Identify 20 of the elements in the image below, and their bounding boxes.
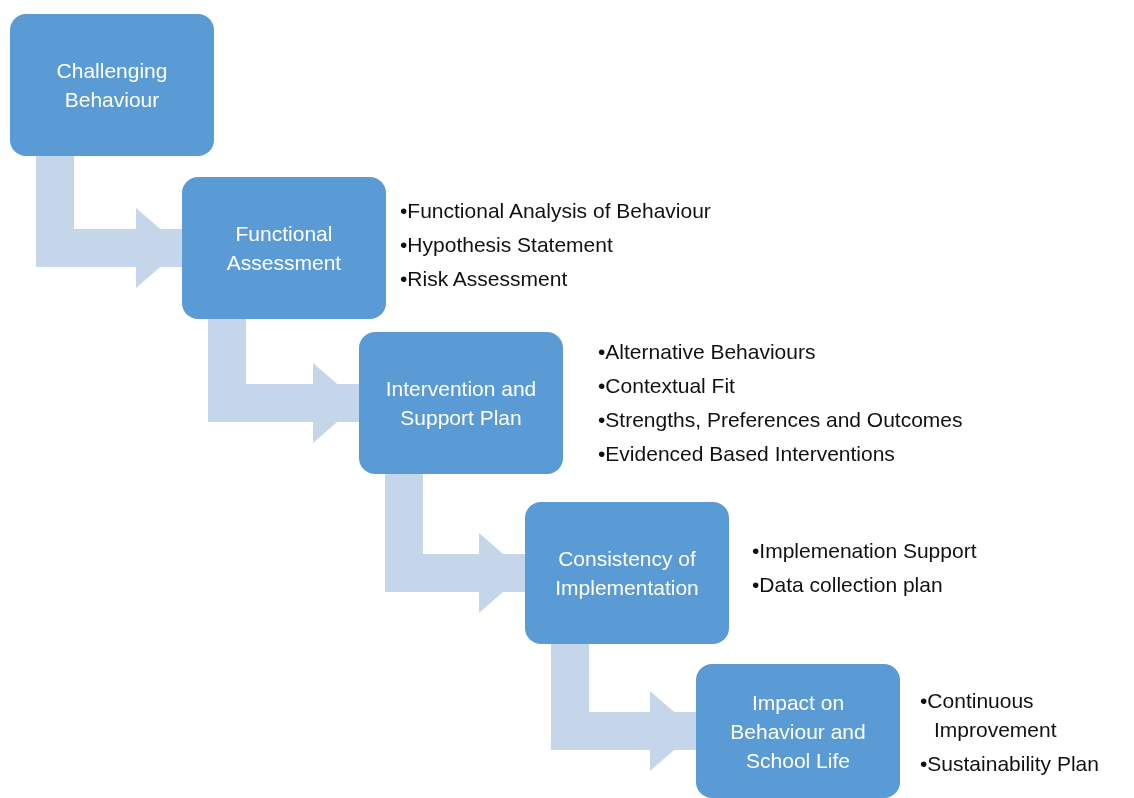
bullet-text: •Strengths, Preferences and Outcomes	[598, 407, 964, 433]
bullet-text: •Risk Assessment	[400, 266, 569, 292]
step-box: Consistency of Implementation	[525, 502, 729, 644]
bullet-text: •Implemenation Support	[752, 538, 978, 564]
bullet-text: •Hypothesis Statement	[400, 232, 614, 258]
bent-arrow	[208, 319, 359, 443]
bullet-text: •Evidenced Based Interventions	[598, 441, 896, 467]
step-box: Functional Assessment	[182, 177, 386, 319]
bullet-text: •Continuous Improvement	[920, 688, 1058, 743]
bullet-text: •Data collection plan	[752, 572, 944, 598]
bullet-text: •Functional Analysis of Behaviour	[400, 198, 712, 224]
bullet-text: •Alternative Behaviours	[598, 339, 817, 365]
bent-arrow	[385, 474, 525, 613]
bent-arrow	[36, 156, 182, 288]
bullet-text: •Sustainability Plan	[920, 751, 1100, 777]
step-box: Impact on Behaviour and School Life	[696, 664, 900, 798]
bent-arrow	[551, 644, 696, 771]
step-box: Challenging Behaviour	[10, 14, 214, 156]
step-box: Intervention and Support Plan	[359, 332, 563, 474]
bullet-text: •Contextual Fit	[598, 373, 736, 399]
